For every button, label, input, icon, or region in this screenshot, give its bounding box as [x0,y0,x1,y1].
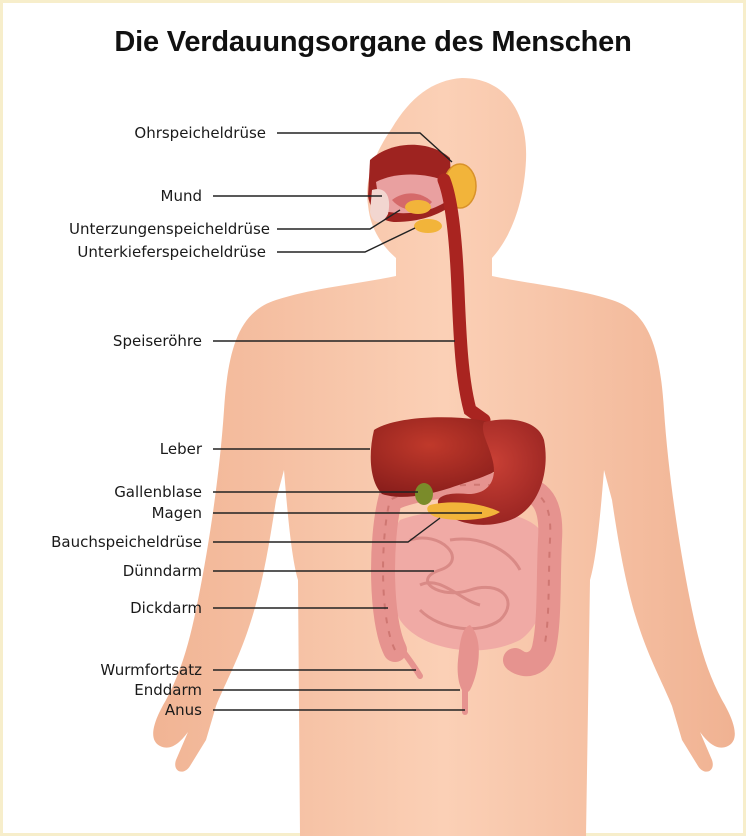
label-wurmfortsatz: Wurmfortsatz [40,661,202,679]
label-unterkieferspeicheldruese: Unterkieferspeicheldrüse [30,243,266,261]
label-gallenblase: Gallenblase [40,483,202,501]
gallbladder [415,483,433,505]
label-enddarm: Enddarm [40,681,202,699]
label-dickdarm: Dickdarm [40,599,202,617]
label-speiseroehre: Speiseröhre [40,332,202,350]
label-unterzungenspeicheldruese: Unterzungenspeicheldrüse [30,220,270,238]
label-ohrspeicheldruese: Ohrspeicheldrüse [40,124,266,142]
label-bauchspeicheldruese: Bauchspeicheldrüse [20,533,202,551]
label-magen: Magen [40,504,202,522]
label-duenndarm: Dünndarm [40,562,202,580]
label-mund: Mund [40,187,202,205]
label-anus: Anus [40,701,202,719]
diagram-title: Die Verdauungsorgane des Menschen [0,26,746,59]
label-leber: Leber [40,440,202,458]
